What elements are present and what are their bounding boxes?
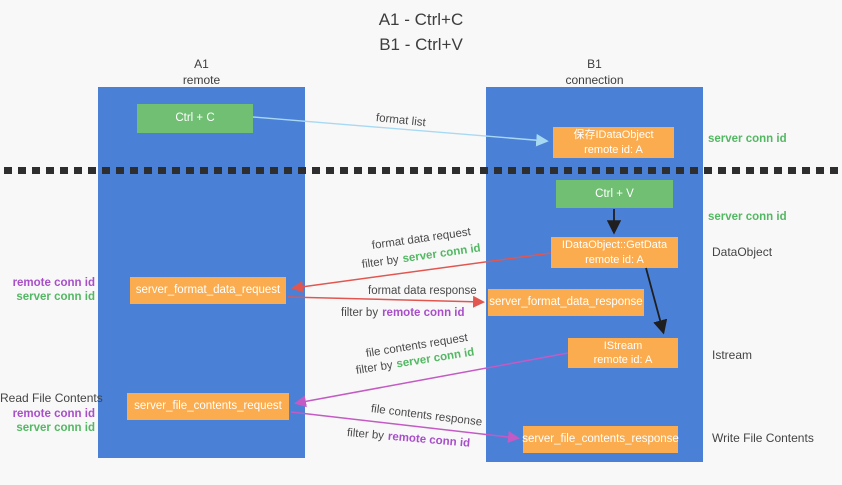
label-read-file-contents: Read File Contents — [0, 391, 103, 405]
left-column-header: A1 remote — [98, 57, 305, 88]
label-conn-ids-left-1: remote conn id server conn id — [0, 276, 95, 305]
label-format-data-response: format data response — [368, 285, 477, 297]
node-server-format-data-response: server_format_data_response — [488, 289, 644, 316]
node-istream: IStream remote id: A — [568, 338, 678, 368]
right-column-role: connection — [565, 72, 624, 87]
arrow-format-data-request — [291, 252, 552, 293]
arrow-getdata-to-istream — [645, 267, 668, 335]
filter-by-text: filter by — [341, 307, 379, 319]
right-column-header: B1 connection — [486, 57, 703, 88]
node-ctrl-v-label: Ctrl + V — [595, 187, 634, 200]
title-line-2: B1 - Ctrl+V — [379, 34, 463, 54]
node-istream-line1: IStream — [603, 339, 643, 352]
remote-conn-id-text: remote conn id — [12, 277, 95, 289]
node-server-format-data-request: server_format_data_request — [130, 277, 286, 304]
remote-conn-id-text: remote conn id — [382, 307, 465, 319]
node-freq-label: server_format_data_request — [135, 284, 281, 297]
remote-conn-id-text: remote conn id — [12, 408, 95, 420]
arrow-format-data-response — [287, 295, 485, 308]
node-fcres-label: server_file_contents_response — [522, 433, 679, 446]
label-write-file-contents: Write File Contents — [712, 431, 814, 445]
server-conn-id-text: server conn id — [16, 291, 95, 304]
label-server-conn-id-right-2: server conn id — [708, 211, 787, 223]
node-ctrl-c: Ctrl + C — [137, 104, 253, 133]
node-server-file-contents-request: server_file_contents_request — [127, 393, 289, 420]
node-save-idataobject: 保存IDataObject remote id: A — [553, 127, 674, 158]
label-server-conn-id-right-1: server conn id — [708, 133, 787, 145]
node-getdata-line1: IDataObject::GetData — [561, 239, 668, 252]
label-filter-by-remote-conn-id: filter by remote conn id — [341, 307, 465, 319]
title-line-1: A1 - Ctrl+C — [378, 10, 464, 29]
node-idataobject-getdata: IDataObject::GetData remote id: A — [551, 237, 678, 268]
phase-separator-dotted-line — [4, 167, 838, 174]
label-istream: Istream — [712, 348, 753, 362]
server-conn-id-text: server conn id — [16, 422, 95, 435]
left-column-role: remote — [182, 72, 221, 87]
label-dataobject: DataObject — [712, 245, 773, 259]
left-column-name: A1 — [194, 57, 209, 71]
node-istream-line2: remote id: A — [593, 354, 653, 366]
node-getdata-line2: remote id: A — [585, 253, 644, 266]
node-fres-label: server_format_data_response — [489, 296, 643, 309]
label-conn-ids-left-2: remote conn id server conn id — [0, 407, 95, 436]
diagram-title: A1 - Ctrl+C B1 - Ctrl+V — [281, 8, 561, 57]
node-fcreq-label: server_file_contents_request — [134, 400, 282, 413]
arrow-file-contents-response — [290, 411, 520, 443]
node-ctrl-v: Ctrl + V — [556, 180, 673, 208]
arrow-file-contents-request — [294, 352, 569, 408]
node-server-file-contents-response: server_file_contents_response — [522, 426, 679, 453]
node-ctrl-c-label: Ctrl + C — [175, 112, 215, 125]
node-save-line2: remote id: A — [584, 143, 643, 156]
right-column-name: B1 — [587, 57, 602, 71]
arrow-format-list — [252, 116, 549, 147]
node-save-line1: 保存IDataObject — [573, 129, 654, 142]
